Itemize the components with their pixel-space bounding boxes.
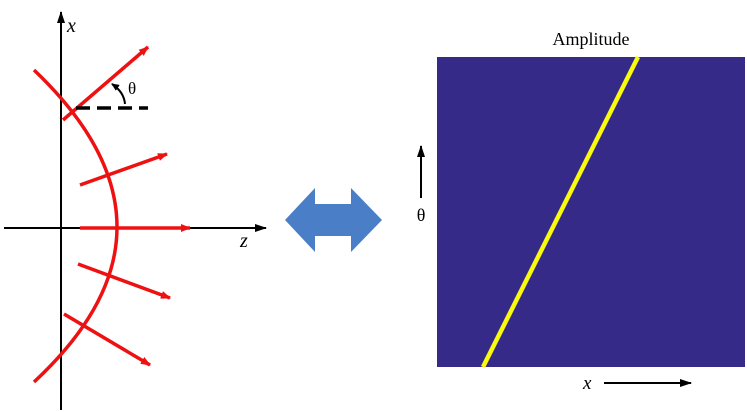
angle-annotation: θ bbox=[76, 79, 148, 110]
panel-title: Amplitude bbox=[553, 29, 630, 49]
left-axes: x z bbox=[4, 11, 267, 410]
ray-bottom bbox=[63, 312, 151, 367]
amplitude-panel: Amplitude θ x bbox=[417, 29, 745, 394]
angle-arc-arrow bbox=[111, 83, 126, 105]
rays bbox=[61, 45, 191, 367]
wavefront-arc bbox=[32, 68, 119, 384]
z-axis-label: z bbox=[239, 230, 248, 252]
x-axis-label-right: x bbox=[582, 373, 592, 394]
double-arrow-icon bbox=[285, 188, 382, 252]
angle-label: θ bbox=[128, 79, 136, 98]
theta-axis-label: θ bbox=[417, 205, 426, 225]
x-axis-label: x bbox=[66, 15, 76, 37]
amplitude-ridge-line bbox=[480, 55, 641, 369]
ray-lower bbox=[77, 262, 171, 300]
ray-upper bbox=[79, 152, 168, 187]
amplitude-image bbox=[437, 57, 745, 367]
